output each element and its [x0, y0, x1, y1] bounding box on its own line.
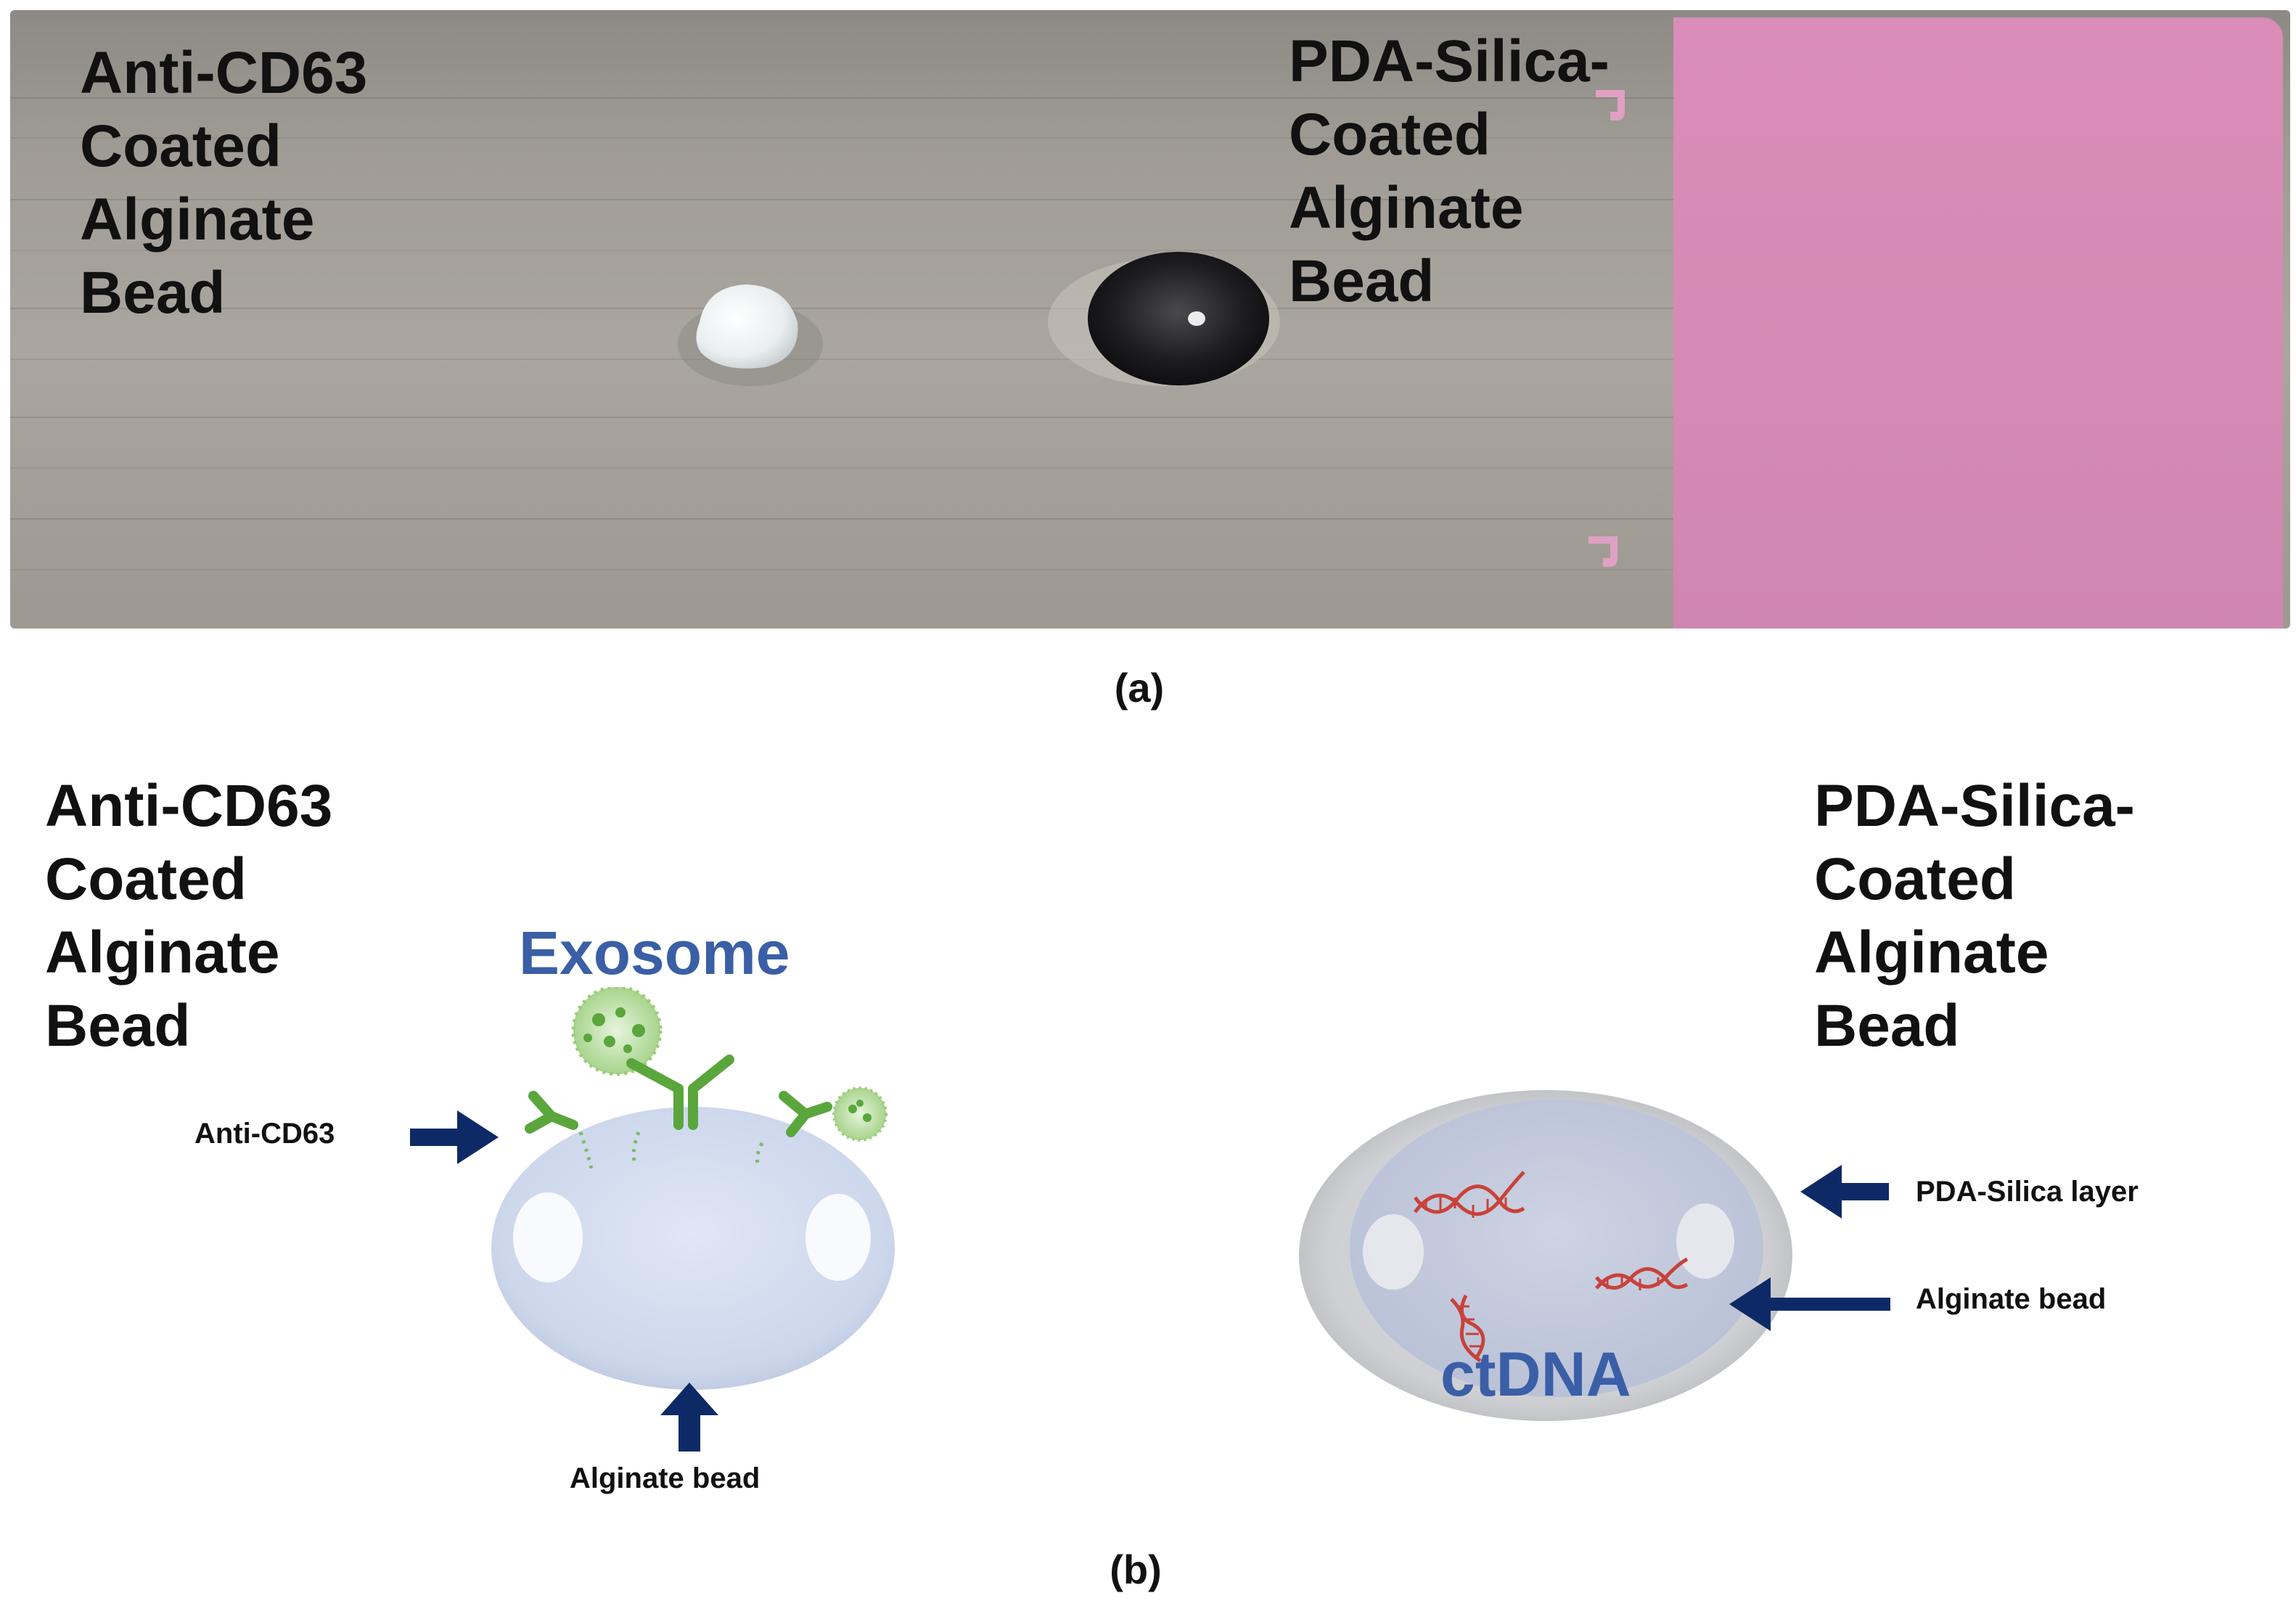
schematic-left-title: Anti-CD63 Coated Alginate Bead	[45, 769, 332, 1063]
alginate-bead-sphere	[491, 1107, 895, 1390]
schematic-right-title: PDA-Silica- Coated Alginate Bead	[1814, 769, 2135, 1063]
exosome-icon	[571, 987, 663, 1076]
caption-a: (a)	[1114, 665, 1165, 711]
slide-tab-top	[1596, 90, 1625, 120]
arrow-up-icon	[660, 1383, 718, 1452]
label-line: Coated	[1814, 846, 2016, 912]
exosome-label: Exosome	[519, 919, 790, 987]
label-line: Alginate	[1289, 175, 1524, 241]
label-line: Alginate	[80, 187, 315, 253]
dna-icon	[1450, 1294, 1485, 1363]
alginate-bead-right-label: Alginate bead	[1916, 1283, 2107, 1315]
slide-tab-bottom	[1588, 536, 1618, 567]
exosome-small-icon	[832, 1086, 887, 1142]
photo-left-label: Anti-CD63 Coated Alginate Bead	[80, 36, 367, 329]
label-line: Bead	[1289, 248, 1435, 314]
linker-dots	[578, 1131, 764, 1169]
label-line: PDA-Silica-	[1814, 773, 2135, 839]
label-line: Alginate	[1814, 920, 2049, 986]
label-line: Coated	[1289, 102, 1491, 168]
label-line: Coated	[45, 846, 247, 912]
pda-silica-layer-label: PDA-Silica layer	[1916, 1176, 2139, 1208]
alginate-bead-left-label: Alginate bead	[570, 1462, 760, 1494]
ctdna-label: ctDNA	[1440, 1340, 1631, 1409]
label-line: Bead	[45, 993, 191, 1059]
antibody-icon	[525, 1055, 832, 1137]
caption-b: (b)	[1110, 1547, 1162, 1592]
black-pda-silica-bead	[1048, 252, 1280, 386]
label-line: Coated	[80, 113, 282, 179]
dna-icon	[1595, 1257, 1689, 1290]
arrow-left-icon	[1729, 1277, 1890, 1331]
white-alginate-bead	[678, 284, 823, 386]
label-line: Anti-CD63	[45, 773, 333, 839]
arrow-right-icon	[410, 1110, 499, 1164]
label-line: Bead	[1814, 993, 1960, 1059]
slide-photo	[10, 10, 2290, 629]
anti-cd63-label: Anti-CD63	[194, 1118, 335, 1150]
dna-icon	[1414, 1171, 1525, 1218]
label-line: Bead	[80, 260, 226, 326]
arrow-left-icon	[1800, 1165, 1889, 1219]
pda-silica-bead-diagram	[1299, 1090, 1792, 1421]
photo-right-label: PDA-Silica- Coated Alginate Bead	[1289, 25, 1610, 318]
label-line: PDA-Silica-	[1289, 28, 1610, 94]
pink-slide-label	[1673, 17, 2283, 629]
label-line: Anti-CD63	[80, 40, 368, 106]
label-line: Alginate	[45, 920, 280, 986]
anti-cd63-bead-diagram	[491, 987, 895, 1390]
alginate-bead-core	[1350, 1100, 1763, 1397]
